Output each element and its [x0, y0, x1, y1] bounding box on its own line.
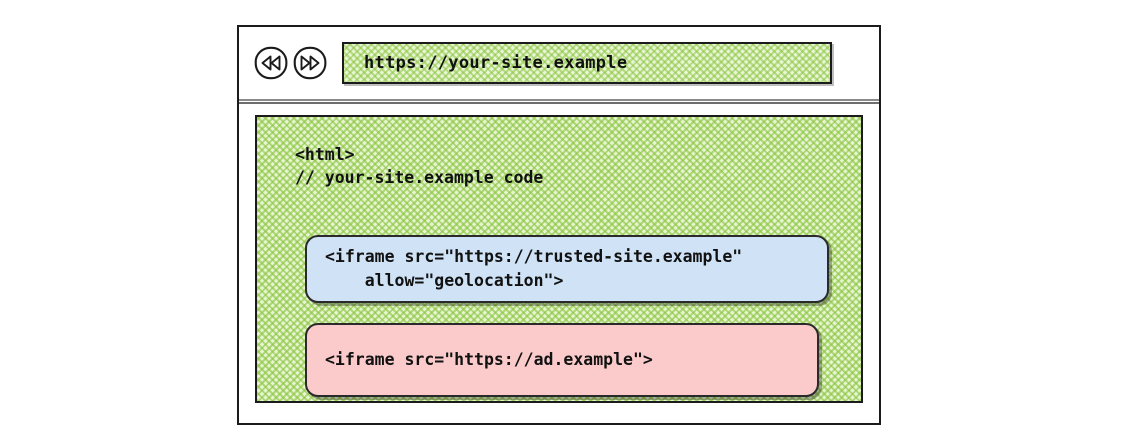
iframe-ad-code-line-1: <iframe src="https://ad.example"> — [325, 350, 653, 370]
page-code-line-1: <html> — [295, 145, 355, 164]
iframe-ad[interactable]: <iframe src="https://ad.example"> — [305, 323, 819, 397]
page-viewport: <html> // your-site.example code <iframe… — [255, 115, 863, 403]
browser-toolbar: https://your-site.example — [239, 27, 879, 99]
url-text: https://your-site.example — [364, 53, 628, 73]
iframe-trusted-code-line-1: <iframe src="https://trusted-site.exampl… — [325, 247, 743, 267]
page-code-line-2: // your-site.example code — [295, 168, 544, 188]
forward-button[interactable] — [292, 45, 328, 81]
iframe-trusted-site[interactable]: <iframe src="https://trusted-site.exampl… — [305, 235, 829, 303]
back-button[interactable] — [253, 45, 289, 81]
iframe-trusted-code-line-2: allow="geolocation"> — [325, 271, 564, 290]
navigation-buttons — [253, 45, 328, 81]
url-bar[interactable]: https://your-site.example — [342, 42, 832, 84]
toolbar-divider — [239, 99, 879, 104]
browser-window-frame: https://your-site.example <html> // your… — [237, 25, 881, 425]
